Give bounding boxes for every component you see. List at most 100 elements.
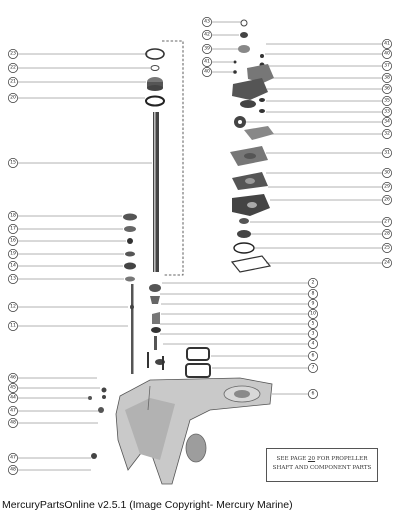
callout-number: 14: [10, 263, 16, 269]
callout-number: 19: [10, 251, 16, 257]
callout-24[interactable]: 24: [382, 258, 392, 268]
callout-7[interactable]: 7: [308, 363, 318, 373]
callout-22[interactable]: 22: [8, 63, 18, 73]
callout-10[interactable]: 10: [308, 309, 318, 319]
callout-48[interactable]: 48: [8, 418, 18, 428]
callout-5[interactable]: 5: [308, 319, 318, 329]
callout-circle: [382, 96, 392, 106]
callout-number: 16: [10, 238, 16, 244]
callout-28[interactable]: 28: [382, 229, 392, 239]
callout-37[interactable]: 37: [382, 61, 392, 71]
callout-8[interactable]: 8: [308, 289, 318, 299]
callout-number: 26: [384, 197, 390, 203]
note-suffix: FOR PROPELLER: [316, 456, 368, 462]
callout-number: 7: [312, 365, 315, 371]
callout-number: 43: [204, 19, 210, 25]
callout-25[interactable]: 25: [382, 243, 392, 253]
callout-27[interactable]: 27: [382, 217, 392, 227]
callout-26[interactable]: 26: [382, 195, 392, 205]
note-page-link[interactable]: 20: [307, 456, 316, 462]
callout-47[interactable]: 47: [8, 453, 18, 463]
callout-circle: [308, 299, 318, 309]
callout-number: 24: [384, 260, 390, 266]
note-line-2: SHAFT AND COMPONENT PARTS: [272, 465, 372, 471]
callout-13[interactable]: 13: [8, 274, 18, 284]
callout-circle: [8, 393, 18, 403]
callout-number: 37: [384, 63, 390, 69]
callout-circle: [308, 319, 318, 329]
callout-circle: [8, 274, 18, 284]
callout-number: 41: [204, 59, 210, 65]
callout-4[interactable]: 4: [308, 339, 318, 349]
callout-circle: [8, 406, 18, 416]
callout-41[interactable]: 41: [382, 39, 392, 49]
callout-31[interactable]: 31: [382, 148, 392, 158]
callout-14[interactable]: 14: [8, 261, 18, 271]
callout-6[interactable]: 6: [308, 389, 318, 399]
leader-lines: [18, 21, 382, 471]
callout-39[interactable]: 39: [202, 44, 212, 54]
callout-43[interactable]: 43: [202, 17, 212, 27]
callout-18[interactable]: 18: [8, 211, 18, 221]
callout-circle: [382, 61, 392, 71]
callout-number: 3: [312, 331, 315, 337]
callout-12[interactable]: 12: [8, 302, 18, 312]
callout-circle: [382, 107, 392, 117]
shaft-bearing-parts: [123, 213, 137, 374]
callout-35[interactable]: 35: [382, 96, 392, 106]
callout-numbers: 2322212015181716191413121146454447484748…: [8, 17, 392, 475]
callout-circle: [382, 39, 392, 49]
callout-2[interactable]: 2: [308, 278, 318, 288]
callout-36[interactable]: 36: [382, 84, 392, 94]
callout-46[interactable]: 46: [8, 373, 18, 383]
callout-19[interactable]: 19: [8, 249, 18, 259]
callout-34[interactable]: 34: [382, 117, 392, 127]
callout-11[interactable]: 11: [8, 321, 18, 331]
callout-45[interactable]: 45: [8, 383, 18, 393]
callout-29[interactable]: 29: [382, 182, 392, 192]
callout-circle: [308, 309, 318, 319]
callout-48[interactable]: 48: [8, 465, 18, 475]
callout-9[interactable]: 9: [308, 299, 318, 309]
copyright-caption: MercuryPartsOnline v2.5.1 (Image Copyrig…: [2, 499, 293, 511]
callout-15[interactable]: 15: [8, 158, 18, 168]
callout-33[interactable]: 33: [382, 107, 392, 117]
callout-47[interactable]: 47: [8, 406, 18, 416]
callout-circle: [8, 321, 18, 331]
callout-32[interactable]: 32: [382, 129, 392, 139]
callout-44[interactable]: 44: [8, 393, 18, 403]
callout-16[interactable]: 16: [8, 236, 18, 246]
callout-41[interactable]: 41: [202, 57, 212, 67]
callout-number: 45: [10, 385, 16, 391]
callout-21[interactable]: 21: [8, 77, 18, 87]
callout-3[interactable]: 3: [308, 329, 318, 339]
callout-20[interactable]: 20: [8, 93, 18, 103]
drive-shaft: [153, 112, 159, 272]
callout-circle: [308, 278, 318, 288]
callout-circle: [382, 84, 392, 94]
callout-circle: [382, 168, 392, 178]
callout-number: 22: [10, 65, 16, 71]
callout-circle: [382, 229, 392, 239]
callout-30[interactable]: 30: [382, 168, 392, 178]
propeller-shaft-note: SEE PAGE 20 FOR PROPELLER SHAFT AND COMP…: [266, 448, 378, 482]
callout-40[interactable]: 40: [382, 49, 392, 59]
callout-number: 46: [10, 375, 16, 381]
callout-23[interactable]: 23: [8, 49, 18, 59]
callout-number: 18: [10, 213, 16, 219]
callout-number: 42: [204, 32, 210, 38]
callout-circle: [8, 93, 18, 103]
callout-17[interactable]: 17: [8, 224, 18, 234]
callout-number: 40: [384, 51, 390, 57]
callout-40[interactable]: 40: [202, 67, 212, 77]
callout-42[interactable]: 42: [202, 30, 212, 40]
callout-38[interactable]: 38: [382, 73, 392, 83]
callout-number: 47: [10, 455, 16, 461]
callout-6[interactable]: 6: [308, 351, 318, 361]
callout-circle: [308, 329, 318, 339]
callout-circle: [382, 117, 392, 127]
callout-circle: [202, 30, 212, 40]
callout-number: 47: [10, 408, 16, 414]
callout-number: 32: [384, 131, 390, 137]
callout-circle: [8, 211, 18, 221]
